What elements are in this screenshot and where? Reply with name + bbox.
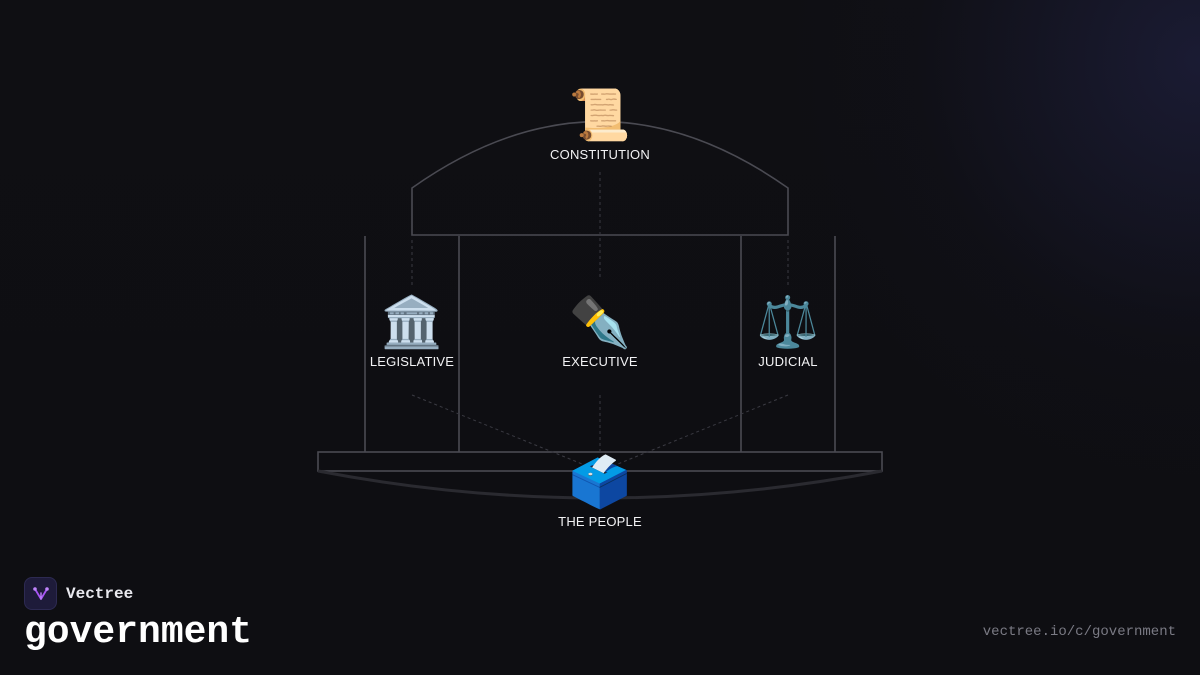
vectree-logo-icon [24, 577, 57, 610]
dome-outline [411, 120, 789, 236]
base-curve [317, 469, 883, 500]
page-url-link[interactable]: vectree.io/c/government [982, 624, 1176, 640]
node-legislative: 🏛️ LEGISLATIVE [332, 294, 492, 369]
node-executive: ✒️ EXECUTIVE [520, 294, 680, 369]
brand-name: Vectree [66, 584, 134, 603]
scroll-icon: 📜 [568, 86, 632, 144]
node-constitution: 📜 CONSTITUTION [520, 87, 680, 162]
node-the-people-label: THE PEOPLE [558, 514, 642, 529]
brand[interactable]: Vectree [24, 577, 133, 610]
node-judicial: ⚖️ JUDICIAL [708, 294, 868, 369]
classical-building-icon: 🏛️ [380, 293, 444, 351]
node-judicial-label: JUDICIAL [758, 354, 818, 369]
page-title: government [24, 611, 253, 654]
connector-legislative-people [411, 394, 593, 469]
connector-judicial-people [607, 394, 789, 469]
fountain-pen-icon: ✒️ [568, 293, 632, 351]
node-legislative-label: LEGISLATIVE [369, 354, 455, 369]
balance-scale-icon: ⚖️ [756, 293, 820, 351]
ballot-box-icon: 🗳️ [568, 453, 632, 511]
node-the-people: 🗳️ THE PEOPLE [520, 454, 680, 529]
node-executive-label: EXECUTIVE [562, 354, 638, 369]
node-constitution-label: CONSTITUTION [550, 147, 650, 162]
